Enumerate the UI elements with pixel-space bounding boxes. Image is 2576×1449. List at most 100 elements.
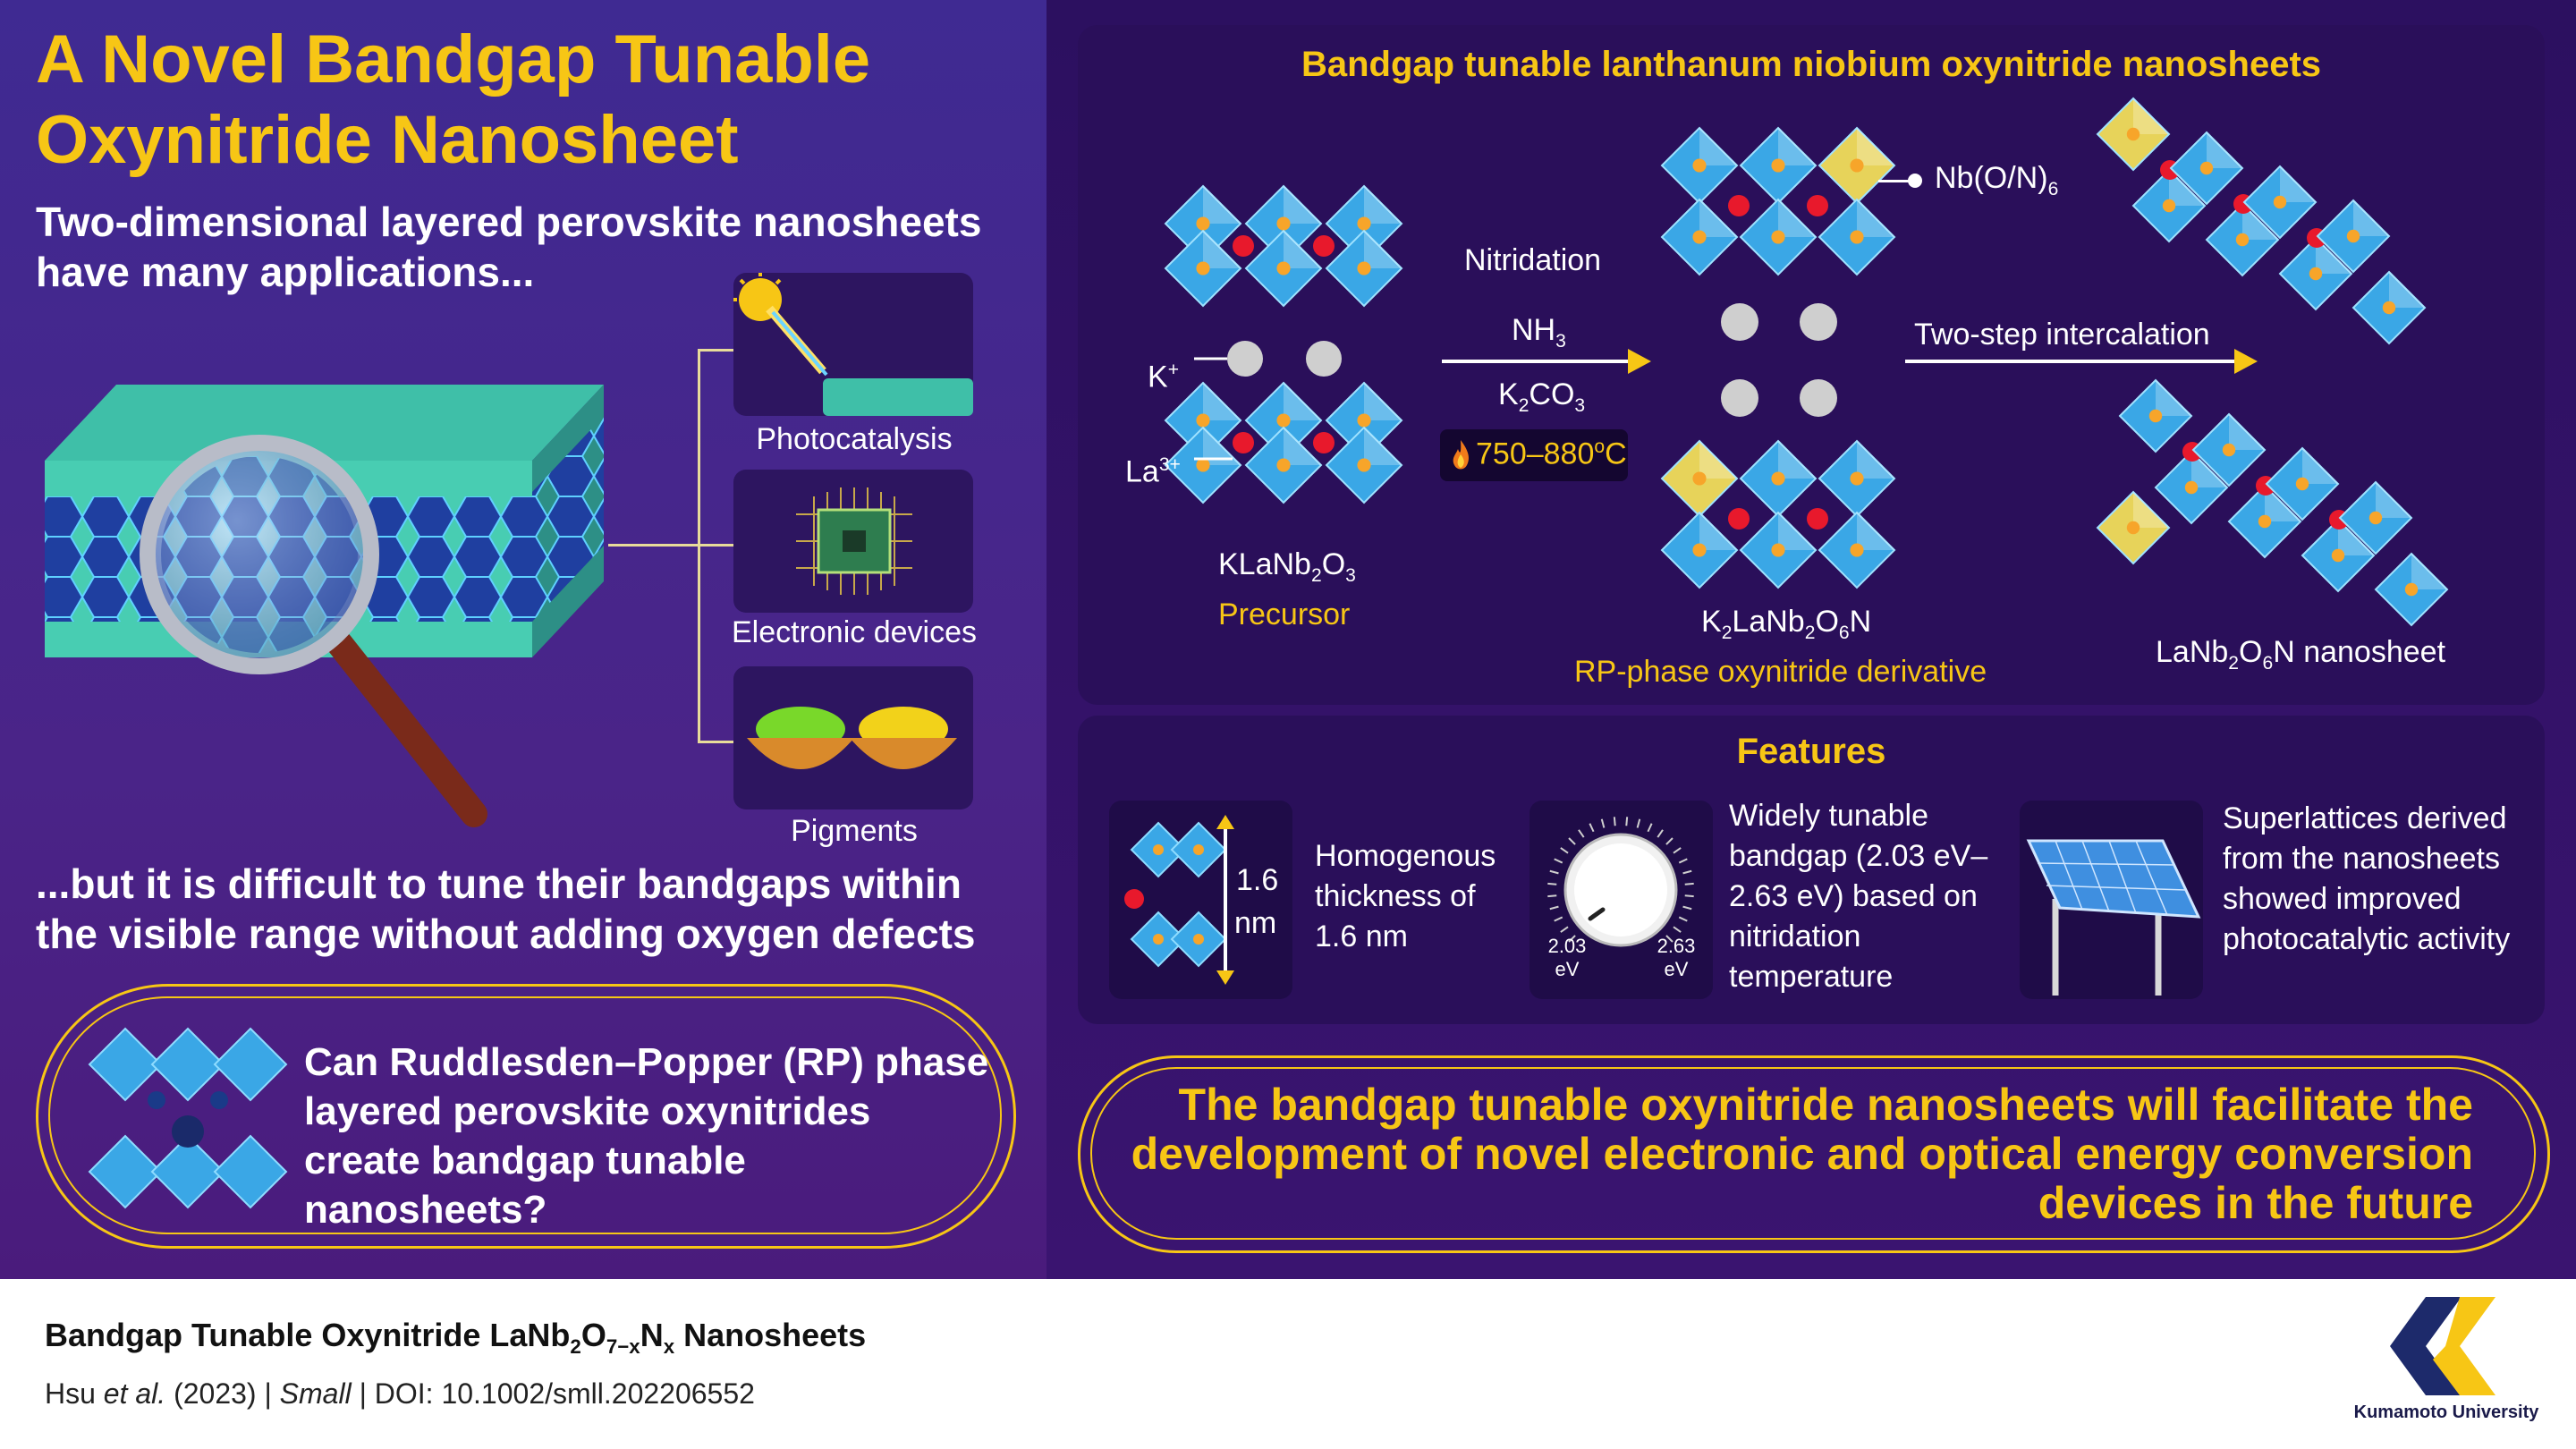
bandgap-text: Widely tunable bandgap (2.03 eV–2.63 eV)… xyxy=(1729,799,1988,994)
nb-atom xyxy=(2368,511,2383,525)
octahedron xyxy=(1660,126,1739,205)
nb-atom xyxy=(1850,230,1864,244)
dial-tick xyxy=(1549,869,1559,875)
electronic-devices-label: Electronic devices xyxy=(731,615,977,649)
dial-tick xyxy=(1589,823,1595,833)
octahedron xyxy=(1244,381,1323,460)
superlattice-card xyxy=(2020,801,2203,999)
nb-atom xyxy=(2258,514,2272,529)
nb-atom xyxy=(2126,521,2140,535)
intercalation-label: Two-step intercalation xyxy=(1914,318,2210,352)
solar-panel-icon xyxy=(2026,839,2201,996)
octahedron xyxy=(1739,126,1818,205)
footer-citation: Hsu et al. (2023) | Small | DOI: 10.1002… xyxy=(45,1377,755,1410)
intercalation-arrow xyxy=(1905,360,2236,363)
dial-tick xyxy=(1578,829,1585,838)
nanosheet-structures xyxy=(2096,97,2449,627)
dial-tick xyxy=(1657,829,1664,838)
sun-prism-icon xyxy=(733,273,973,416)
dial-icon xyxy=(1547,817,1694,947)
university-name: Kumamoto University xyxy=(2353,1402,2539,1422)
features-panel xyxy=(1078,716,2545,1024)
kumamoto-logo-icon xyxy=(2390,1297,2496,1395)
conclusion-text: The bandgap tunable oxynitride nanosheet… xyxy=(1131,1080,2473,1228)
photocatalysis-card xyxy=(733,273,973,416)
difficulty-text: ...but it is difficult to tune their ban… xyxy=(36,860,976,957)
nitridation-arrow xyxy=(1442,360,1630,363)
nb-atom xyxy=(1357,458,1371,472)
nb-atom xyxy=(1771,158,1785,173)
octahedron xyxy=(1739,439,1818,518)
dial-tick xyxy=(1682,905,1692,911)
octahedron xyxy=(1660,198,1739,276)
octahedron xyxy=(2096,490,2171,565)
dial-tick xyxy=(1560,847,1569,854)
nb-atom xyxy=(1276,413,1291,428)
nb-atom xyxy=(2404,582,2419,597)
la-atom xyxy=(1807,508,1828,530)
nb-pointer-dot xyxy=(1908,174,1922,188)
octahedron xyxy=(1739,198,1818,276)
nb-atom xyxy=(1850,471,1864,486)
la-atom xyxy=(1313,432,1335,453)
dial-tick xyxy=(1665,837,1674,845)
reagent-k2co3: K2CO3 xyxy=(1498,377,1586,416)
bracket-top xyxy=(698,349,733,352)
k-atom xyxy=(1306,341,1342,377)
octahedron xyxy=(2191,412,2267,487)
octahedron xyxy=(1244,229,1323,308)
octahedron xyxy=(2154,450,2229,525)
nb-atom xyxy=(1276,261,1291,275)
octahedron xyxy=(2374,552,2449,627)
octahedron xyxy=(1818,439,1896,518)
precursor-structure xyxy=(1164,184,1403,504)
dial-tick xyxy=(1678,916,1688,922)
octahedron xyxy=(1739,511,1818,589)
precursor-formula: KLaNb2O3 xyxy=(1218,547,1356,586)
octahedron xyxy=(2278,236,2353,311)
octahedron xyxy=(2316,199,2391,274)
k-atom xyxy=(1721,379,1758,417)
pigments-label: Pigments xyxy=(791,814,918,848)
nb-atom xyxy=(1692,158,1707,173)
nb-atom xyxy=(1850,543,1864,557)
rp-perovskite-icon xyxy=(88,1027,288,1209)
octahedron xyxy=(2301,518,2376,593)
nb-atom xyxy=(2126,127,2140,141)
dial-tick xyxy=(1568,837,1576,845)
la-ion-label: La3+ xyxy=(1125,454,1181,489)
octahedron xyxy=(2131,168,2207,243)
thickness-icon xyxy=(1124,815,1234,985)
nb-atom xyxy=(1771,543,1785,557)
thickness-card: 1.6 nm xyxy=(1109,801,1292,999)
nb-atom xyxy=(2331,548,2345,563)
nb-octahedron-label: Nb(O/N)6 xyxy=(1935,161,2059,199)
octahedron xyxy=(1164,381,1242,460)
nb-atom xyxy=(1692,230,1707,244)
octahedron xyxy=(1325,381,1403,460)
bracket-main xyxy=(608,544,698,547)
la-atom xyxy=(1728,195,1750,216)
la-atom xyxy=(1728,508,1750,530)
la-atom xyxy=(1807,195,1828,216)
temperature-badge: 750–880oC xyxy=(1440,429,1628,481)
nb-atom xyxy=(2184,480,2199,495)
question-frame xyxy=(36,984,1016,1249)
conclusion-frame xyxy=(1078,1055,2550,1253)
superlattice-text: Superlattices derived from the nanosheet… xyxy=(2223,801,2511,956)
octahedron xyxy=(1325,426,1403,504)
nb-atom xyxy=(1276,216,1291,231)
conclusion-frame-inner xyxy=(1090,1067,2536,1240)
nb-pointer-line xyxy=(1878,180,1911,182)
nanosheet-block-illustration xyxy=(45,385,604,827)
k-ion-label: K+ xyxy=(1148,360,1179,394)
dial-tick xyxy=(1684,894,1694,898)
octahedron xyxy=(2265,446,2340,521)
octahedron xyxy=(1164,229,1242,308)
intercalation-arrow-head xyxy=(2234,349,2258,374)
pigment-bowls-icon xyxy=(747,707,957,769)
dial-tick xyxy=(1554,916,1563,922)
nb-atom xyxy=(2295,477,2309,491)
octahedron xyxy=(2351,270,2427,345)
nb-atom xyxy=(2235,233,2250,247)
